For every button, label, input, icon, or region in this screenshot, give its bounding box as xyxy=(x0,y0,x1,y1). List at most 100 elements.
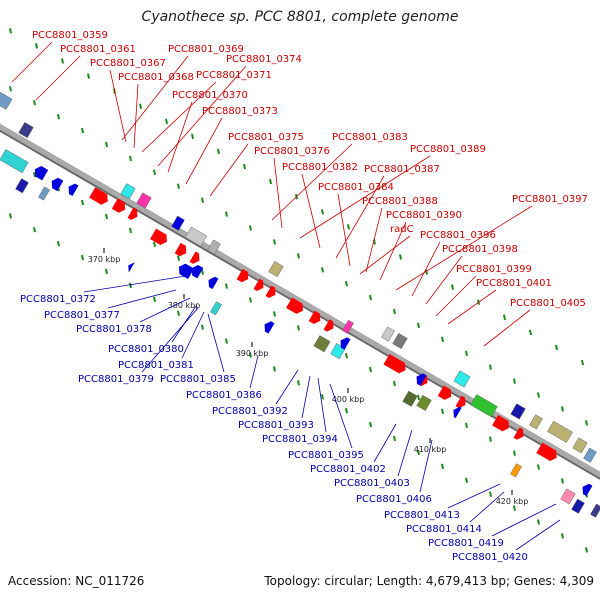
forward-gene-label[interactable]: PCC8801_0374 xyxy=(226,54,302,65)
gene-feature[interactable] xyxy=(0,91,13,110)
gene-feature[interactable] xyxy=(510,403,526,420)
gene-feature[interactable] xyxy=(313,335,331,353)
gene-feature[interactable] xyxy=(253,278,267,293)
gene-feature[interactable] xyxy=(560,488,576,505)
gene-feature[interactable] xyxy=(265,285,279,300)
gene-feature[interactable] xyxy=(342,319,354,334)
forward-gene-label[interactable]: PCC8801_0398 xyxy=(442,244,518,255)
gene-feature[interactable] xyxy=(89,187,111,206)
gene-feature[interactable] xyxy=(571,498,585,514)
gene-feature[interactable] xyxy=(268,261,284,278)
forward-gene-label[interactable]: PCC8801_0384 xyxy=(318,182,394,193)
gene-feature[interactable] xyxy=(136,192,152,209)
gene-feature[interactable] xyxy=(236,268,252,284)
reverse-gene-label[interactable]: PCC8801_0395 xyxy=(288,450,364,461)
reverse-gene-label[interactable]: PCC8801_0419 xyxy=(428,538,504,549)
gene-feature[interactable] xyxy=(150,228,170,247)
forward-gene-label[interactable]: PCC8801_0389 xyxy=(410,144,486,155)
gene-feature[interactable] xyxy=(450,405,462,419)
reverse-gene-label[interactable]: PCC8801_0379 xyxy=(78,374,154,385)
gene-feature[interactable] xyxy=(492,414,512,433)
gene-feature[interactable] xyxy=(206,275,219,290)
forward-gene-label[interactable]: PCC8801_0375 xyxy=(228,132,304,143)
reverse-gene-label[interactable]: PCC8801_0420 xyxy=(452,552,528,563)
forward-gene-label[interactable]: PCC8801_0383 xyxy=(332,132,408,143)
gene-feature[interactable] xyxy=(171,215,185,231)
gene-feature[interactable] xyxy=(111,198,128,214)
gene-feature[interactable] xyxy=(66,182,79,196)
gene-feature[interactable] xyxy=(174,242,190,258)
forward-gene-label[interactable]: PCC8801_0388 xyxy=(362,196,438,207)
gene-feature[interactable] xyxy=(402,390,418,407)
gene-feature[interactable] xyxy=(383,353,408,375)
gene-feature[interactable] xyxy=(38,186,50,201)
forward-gene-label[interactable]: PCC8801_0368 xyxy=(118,72,194,83)
forward-gene-label[interactable]: PCC8801_0373 xyxy=(202,106,278,117)
reverse-gene-label[interactable]: PCC8801_0414 xyxy=(406,524,482,535)
reverse-gene-label[interactable]: PCC8801_0406 xyxy=(356,494,432,505)
reverse-gene-label[interactable]: PCC8801_0413 xyxy=(384,510,460,521)
gene-feature[interactable] xyxy=(323,319,337,333)
reverse-gene-label[interactable]: PCC8801_0392 xyxy=(212,406,288,417)
gene-feature[interactable] xyxy=(184,226,208,247)
gene-feature[interactable] xyxy=(49,176,64,192)
gene-feature[interactable] xyxy=(437,385,454,401)
gene-feature[interactable] xyxy=(210,301,222,316)
forward-gene-label[interactable]: PCC8801_0405 xyxy=(510,298,586,309)
gene-feature[interactable] xyxy=(470,394,498,418)
gene-feature[interactable] xyxy=(453,370,471,388)
reverse-gene-label[interactable]: PCC8801_0372 xyxy=(20,294,96,305)
gene-feature[interactable] xyxy=(32,164,49,181)
reverse-gene-label[interactable]: PCC8801_0378 xyxy=(76,324,152,335)
gene-feature[interactable] xyxy=(513,427,527,441)
gene-feature[interactable] xyxy=(536,442,559,463)
reverse-gene-label[interactable]: PCC8801_0402 xyxy=(310,464,386,475)
forward-gene-label[interactable]: radC xyxy=(390,224,414,235)
gene-feature[interactable] xyxy=(455,395,469,410)
gene-feature[interactable] xyxy=(381,326,395,342)
forward-gene-label[interactable]: PCC8801_0390 xyxy=(386,210,462,221)
gene-feature[interactable] xyxy=(125,260,135,273)
gene-feature[interactable] xyxy=(189,263,204,279)
gene-feature[interactable] xyxy=(176,262,195,280)
forward-gene-label[interactable]: PCC8801_0397 xyxy=(512,194,588,205)
gene-feature[interactable] xyxy=(583,447,597,463)
forward-gene-label[interactable]: PCC8801_0361 xyxy=(60,44,136,55)
gene-feature[interactable] xyxy=(580,482,593,497)
gene-feature[interactable] xyxy=(15,178,29,194)
forward-gene-label[interactable]: PCC8801_0387 xyxy=(364,164,440,175)
reverse-gene-label[interactable]: PCC8801_0381 xyxy=(118,360,194,371)
reverse-gene-label[interactable]: PCC8801_0385 xyxy=(160,374,236,385)
forward-gene-label[interactable]: PCC8801_0359 xyxy=(32,30,108,41)
gene-feature[interactable] xyxy=(416,394,432,411)
reverse-gene-label[interactable]: PCC8801_0394 xyxy=(262,434,338,445)
gene-feature[interactable] xyxy=(590,503,600,518)
gene-feature[interactable] xyxy=(414,371,427,386)
reverse-gene-label[interactable]: PCC8801_0403 xyxy=(334,478,410,489)
gene-feature[interactable] xyxy=(392,333,408,349)
forward-gene-label[interactable]: PCC8801_0369 xyxy=(168,44,244,55)
forward-gene-label[interactable]: PCC8801_0376 xyxy=(254,146,330,157)
reverse-gene-label[interactable]: PCC8801_0386 xyxy=(186,390,262,401)
forward-gene-label[interactable]: PCC8801_0382 xyxy=(282,162,358,173)
gene-feature[interactable] xyxy=(189,251,203,265)
reverse-gene-label[interactable]: PCC8801_0380 xyxy=(108,344,184,355)
reverse-gene-label[interactable]: PCC8801_0377 xyxy=(44,310,120,321)
gene-feature[interactable] xyxy=(308,310,324,326)
gene-feature[interactable] xyxy=(0,149,29,174)
forward-gene-label[interactable]: PCC8801_0399 xyxy=(456,264,532,275)
gene-feature[interactable] xyxy=(572,437,588,454)
forward-gene-label[interactable]: PCC8801_0367 xyxy=(90,58,166,69)
gene-feature[interactable] xyxy=(207,239,221,255)
forward-gene-label[interactable]: PCC8801_0371 xyxy=(196,70,272,81)
gene-feature[interactable] xyxy=(18,122,34,139)
gene-feature[interactable] xyxy=(120,183,136,200)
gene-feature[interactable] xyxy=(127,207,141,222)
gene-feature[interactable] xyxy=(286,297,306,315)
reverse-gene-label[interactable]: PCC8801_0393 xyxy=(238,420,314,431)
gene-feature[interactable] xyxy=(338,335,351,350)
forward-gene-label[interactable]: PCC8801_0370 xyxy=(172,90,248,101)
forward-gene-label[interactable]: PCC8801_0396 xyxy=(420,230,496,241)
gene-feature[interactable] xyxy=(529,414,543,430)
